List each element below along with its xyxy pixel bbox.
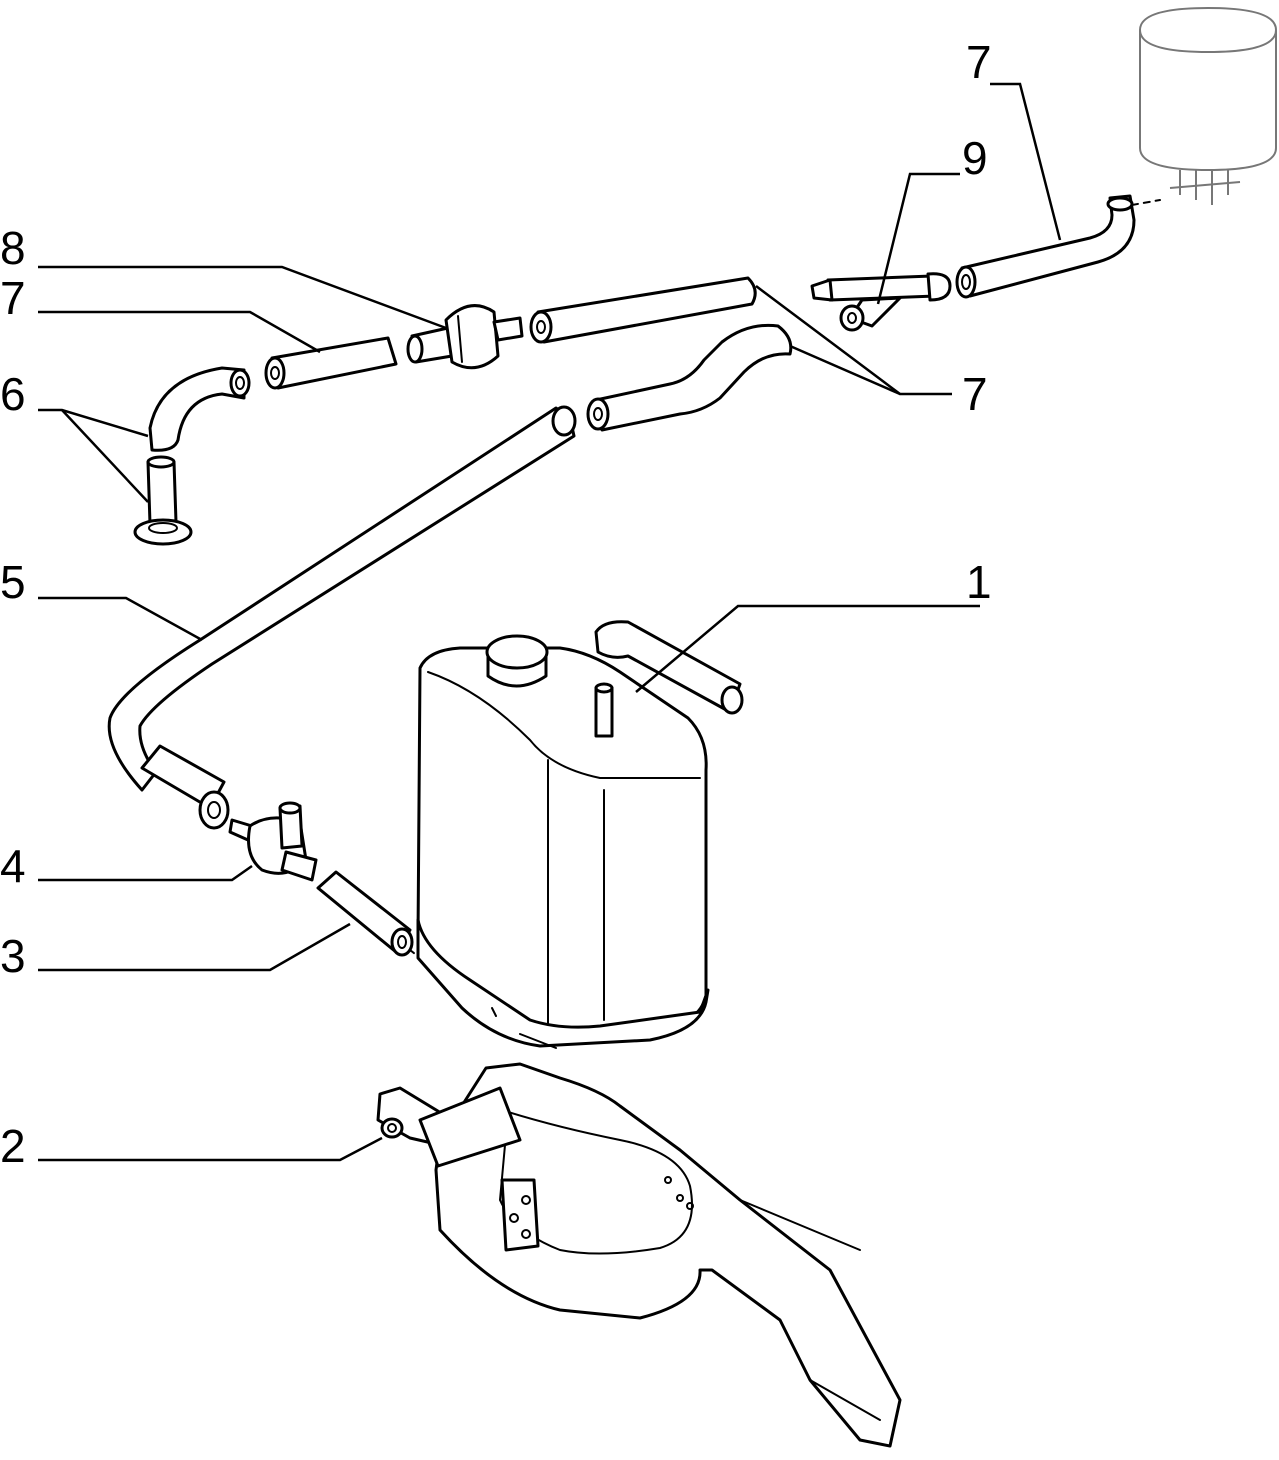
callout-7-left: 7: [0, 272, 26, 324]
callout-5: 5: [0, 556, 26, 608]
hose-7-elbow-right: [955, 194, 1161, 299]
leader-7c: [990, 82, 1062, 241]
leader-lines: [38, 82, 1062, 1162]
leader-9: [876, 172, 960, 305]
callout-4: 4: [0, 840, 26, 892]
hose-7-upper-straight: [529, 276, 757, 344]
leader-6a: [38, 408, 149, 438]
sensor-component: [1139, 6, 1277, 205]
leader-5: [38, 596, 203, 642]
callout-8: 8: [0, 222, 26, 274]
callout-6: 6: [0, 368, 26, 420]
callout-7-top: 7: [966, 36, 992, 88]
connector-9: [810, 272, 952, 332]
leader-2: [38, 1136, 383, 1162]
callout-9: 9: [962, 132, 988, 184]
hose-7-lower-curved: [586, 323, 793, 432]
hose-7-left-short: [264, 336, 398, 390]
leader-7b2: [789, 344, 901, 396]
bracket-2: [376, 1062, 902, 1448]
callout-3: 3: [0, 930, 26, 982]
leader-4: [38, 864, 253, 882]
leader-1: [635, 604, 980, 693]
callout-1: 1: [966, 556, 992, 608]
hose-3: [316, 870, 439, 973]
callout-7-right: 7: [962, 368, 988, 420]
canister-1: [416, 620, 744, 1049]
pipe-6: [133, 455, 193, 546]
pipe-5: [107, 405, 577, 830]
leader-7a: [38, 310, 321, 354]
callout-labels: 1 2 3 4 5 6 7 7 7 8 9: [0, 36, 992, 1172]
leader-8: [38, 265, 447, 330]
elbow-6: [148, 366, 251, 452]
leader-3: [38, 922, 351, 972]
valve-8: [406, 304, 524, 370]
callout-2: 2: [0, 1120, 26, 1172]
leader-6b: [61, 409, 149, 503]
valve-4: [228, 801, 318, 882]
